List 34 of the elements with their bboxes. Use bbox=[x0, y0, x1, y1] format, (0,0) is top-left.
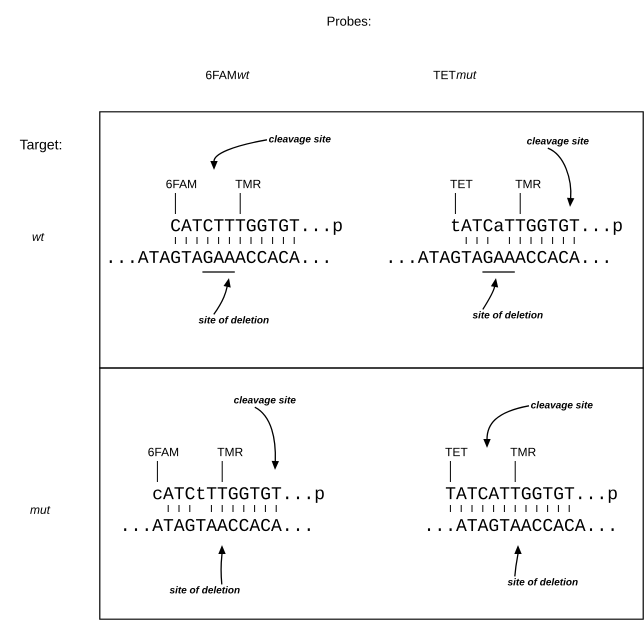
annotation-text: cleavage site bbox=[234, 396, 296, 406]
probe-name: TET bbox=[433, 70, 456, 80]
target-sequence: ...ATAGTAACCACA... bbox=[124, 518, 310, 532]
dye-label: TMR bbox=[510, 448, 536, 456]
annotation-text: site of deletion bbox=[472, 311, 543, 318]
panel-frame bbox=[99, 367, 644, 620]
probe-sequence: tATCaTTGGTGT...p bbox=[452, 219, 622, 235]
panel-frame bbox=[99, 111, 644, 369]
annotation-text: cleavage site bbox=[531, 401, 593, 410]
annotation-text: cleavage site bbox=[527, 137, 589, 146]
target-sequence: ...ATAGTAACCACA... bbox=[428, 518, 614, 532]
row-label: wt bbox=[32, 233, 44, 241]
row-label: mut bbox=[30, 506, 50, 514]
target-sequence: ...ATAGTAGAAACCACA... bbox=[390, 250, 608, 264]
dye-label: TET bbox=[450, 180, 472, 188]
row-heading: Target: bbox=[20, 140, 62, 152]
heading: Probes: bbox=[328, 16, 370, 26]
annotation-text: site of deletion bbox=[508, 578, 578, 586]
probe-name: 6FAM bbox=[206, 70, 236, 80]
probe-variant: wt bbox=[238, 71, 250, 79]
annotation-text: site of deletion bbox=[170, 586, 240, 594]
dye-label: 6FAM bbox=[148, 448, 178, 456]
target-sequence: ...ATAGTAGAAACCACA... bbox=[110, 250, 328, 264]
dye-label: TET bbox=[445, 448, 468, 456]
probe-sequence: CATCTTTGGTGT...p bbox=[171, 219, 342, 235]
annotation-text: site of deletion bbox=[198, 316, 269, 324]
dye-label: TMR bbox=[235, 180, 261, 188]
probe-variant: mut bbox=[456, 71, 477, 79]
annotation-text: cleavage site bbox=[268, 135, 331, 144]
dye-label: TMR bbox=[217, 448, 243, 456]
probe-sequence: cATCtTTGGTGT...p bbox=[153, 487, 324, 503]
dye-label: TMR bbox=[515, 180, 541, 188]
dye-label: 6FAM bbox=[166, 180, 196, 188]
probe-sequence: TATCATTGGTGT...p bbox=[446, 487, 617, 503]
